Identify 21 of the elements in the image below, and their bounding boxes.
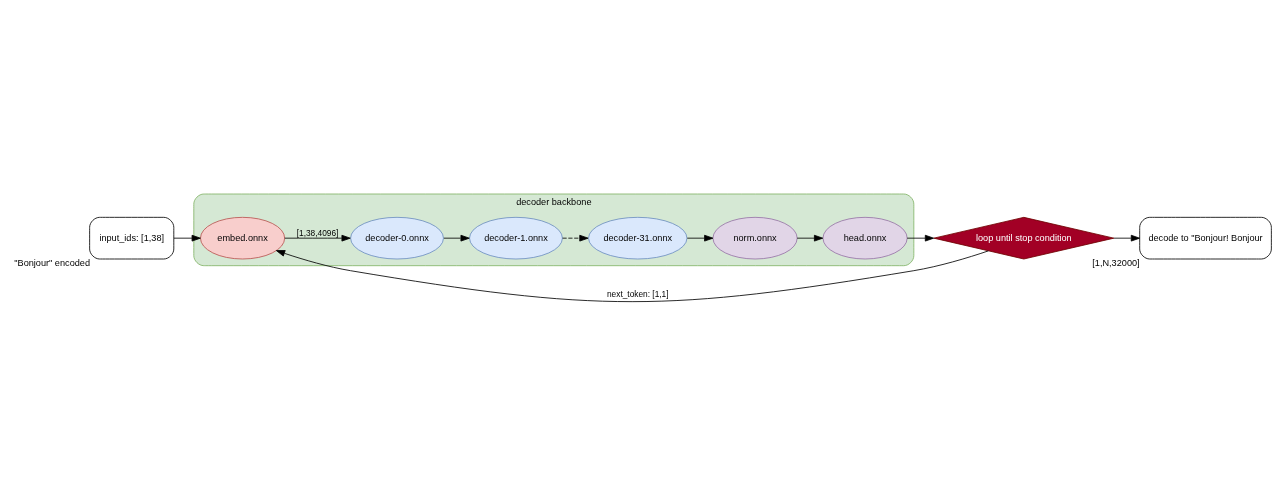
node-label: [1,N,32000] (1092, 258, 1140, 269)
arrow (906, 234, 935, 242)
node-ellipse: norm.onnx (712, 216, 798, 260)
node-ellipse: decoder-31.onnx (588, 216, 688, 260)
node-label: "Bonjour" encoded (14, 258, 91, 269)
node-ellipse: head.onnx (822, 216, 908, 260)
node-ellipse: decoder-0.onnx (350, 216, 444, 260)
node-ellipse: decoder-1.onnx (469, 216, 563, 260)
arrow (686, 234, 714, 242)
edge-label: [1,38,4096] (296, 227, 339, 238)
arrow (443, 234, 470, 242)
edge-label: next_token: [1,1] (606, 289, 669, 300)
arrow (284, 234, 351, 242)
node-box: input_ids: [1,38] (89, 216, 175, 260)
arrow (562, 234, 589, 242)
arrow (796, 234, 824, 242)
arrow (173, 234, 201, 242)
node-diamond: loop until stop condition (933, 216, 1115, 260)
arrow (275, 250, 989, 303)
arrow (1113, 234, 1140, 242)
node-box: decode to "Bonjour! Bonjour (1139, 216, 1272, 260)
